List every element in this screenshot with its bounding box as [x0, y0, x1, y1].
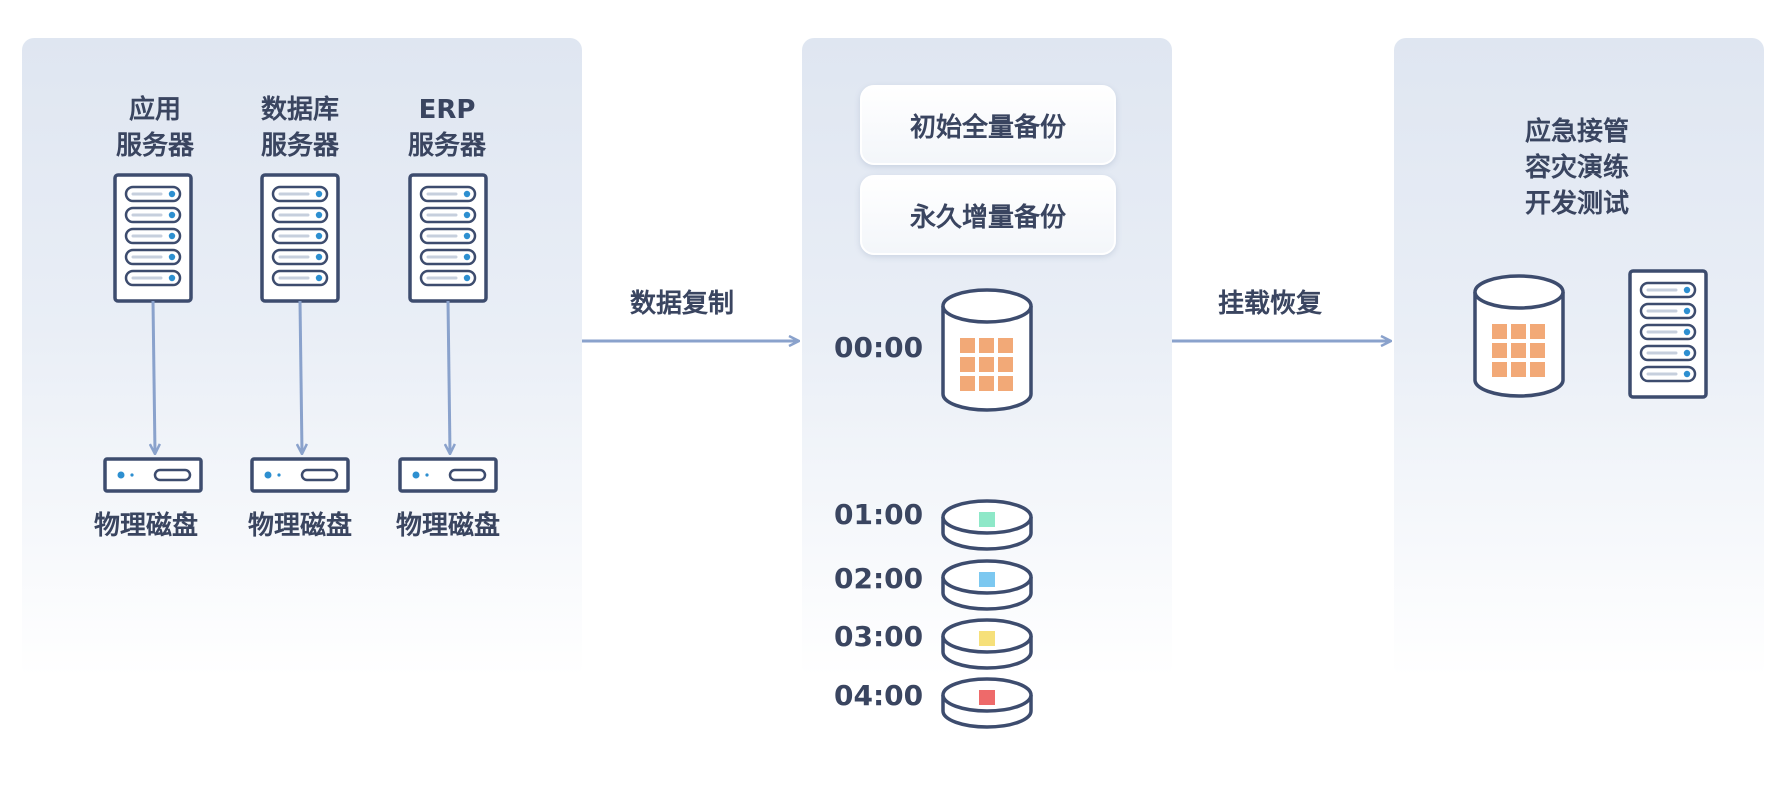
mount-restore-label: 挂载恢复 — [1217, 289, 1322, 319]
use-dev-test: 开发测试 — [1524, 189, 1629, 219]
initial-full-backup-box: 初始全量备份 — [860, 85, 1116, 165]
app-disk-icon — [103, 457, 203, 493]
snapshot-disk-3 — [941, 618, 1033, 670]
time-label-1: 01:00 — [834, 498, 924, 531]
arrow-erp-to-disk — [448, 300, 450, 453]
snapshot-marker-1 — [979, 512, 995, 527]
target-database-icon — [1473, 274, 1565, 398]
time-label-3: 03:00 — [834, 620, 924, 653]
time-label-2: 02:00 — [834, 562, 924, 595]
disk-label-app: 物理磁盘 — [93, 511, 198, 541]
target-uses-list: 应急接管 容灾演练 开发测试 — [1512, 114, 1642, 222]
target-server-icon — [1628, 269, 1708, 399]
snapshot-marker-2 — [979, 572, 995, 587]
snapshot-marker-3 — [979, 631, 995, 646]
arrow-app-to-disk — [153, 300, 155, 453]
incremental-backup-box: 永久增量备份 — [860, 175, 1116, 255]
snapshot-disk-2 — [941, 559, 1033, 611]
disk-label-erp: 物理磁盘 — [395, 511, 500, 541]
erp-disk-icon — [398, 457, 498, 493]
time-label-4: 04:00 — [834, 679, 924, 712]
server-label-db: 数据库服务器 — [260, 95, 339, 161]
snapshot-disk-4 — [941, 677, 1033, 729]
time-label-full: 00:00 — [834, 331, 924, 364]
use-dr-drill: 容灾演练 — [1524, 153, 1629, 183]
db-server-icon — [260, 173, 340, 303]
full-backup-database-icon — [941, 288, 1033, 412]
disk-label-db: 物理磁盘 — [247, 511, 352, 541]
erp-server-icon — [408, 173, 488, 303]
snapshot-disk-1 — [941, 499, 1033, 551]
db-disk-icon — [250, 457, 350, 493]
arrow-db-to-disk — [300, 300, 302, 453]
app-server-icon — [113, 173, 193, 303]
server-label-app: 应用服务器 — [115, 95, 194, 161]
replicate-label: 数据复制 — [629, 289, 734, 319]
use-emergency-takeover: 应急接管 — [1524, 117, 1629, 147]
snapshot-marker-4 — [979, 690, 995, 705]
